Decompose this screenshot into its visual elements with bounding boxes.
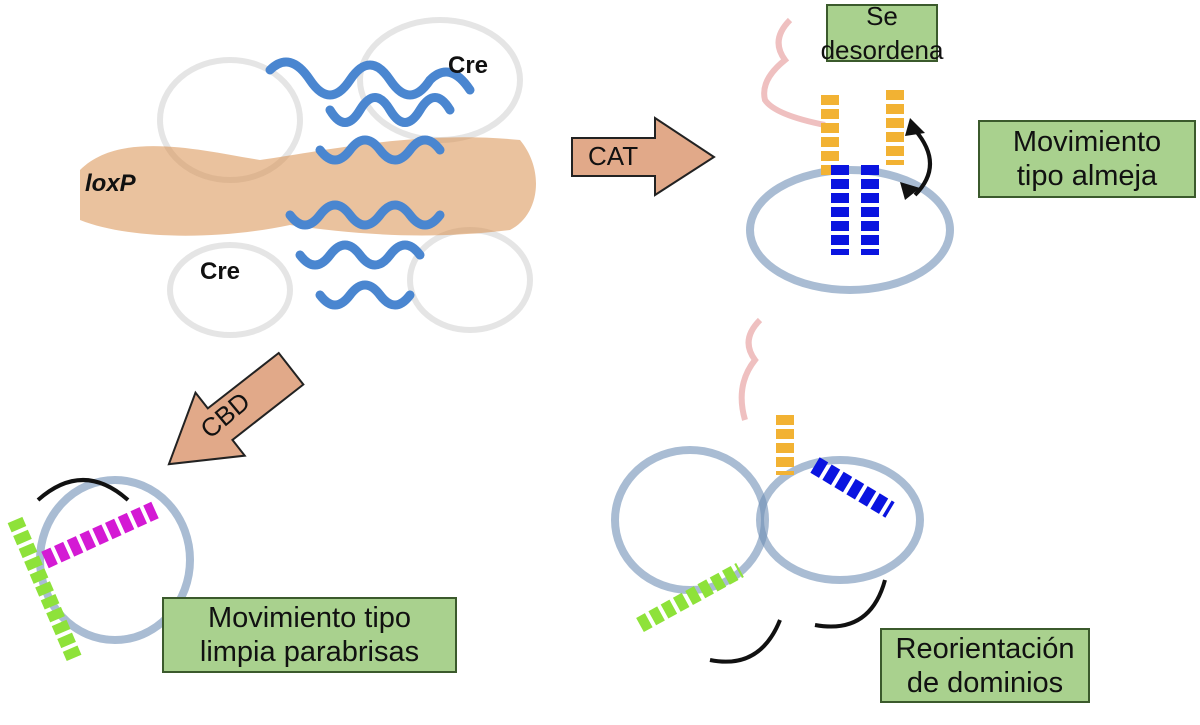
reoriented-domains-structure <box>611 317 924 664</box>
wiper-line2: limpia parabrisas <box>199 636 420 668</box>
clam-line2: tipo almeja <box>1016 160 1158 192</box>
cat-arrow <box>571 116 716 197</box>
wiper-line1: Movimiento tipo <box>207 602 412 634</box>
disorder-text: Se desordena <box>820 1 944 65</box>
reorient-line2: de dominios <box>906 666 1064 699</box>
domain-reorientation-box: Reorientación de dominios <box>880 628 1090 703</box>
disorder-box: Se desordena <box>821 1 944 65</box>
loxp-label: loxP <box>85 170 136 197</box>
cre-bottom-label: Cre <box>200 258 241 285</box>
cat-arrow-label: CAT <box>588 141 639 171</box>
clam-line1: Movimiento <box>1012 126 1162 158</box>
reorient-line1: Reorientación <box>895 632 1075 665</box>
cre-protein-ribbon <box>265 57 475 310</box>
cre-top-label: Cre <box>448 52 489 79</box>
cbd-arrow <box>167 351 305 466</box>
cbd-domain-structure <box>7 476 194 664</box>
cat-domain-structure <box>746 17 954 294</box>
loxp-dna-surface <box>80 137 537 236</box>
clam-motion-box: Movimiento tipo almeja <box>978 120 1196 198</box>
wiper-motion-box: Movimiento tipo limpia parabrisas <box>162 597 457 673</box>
